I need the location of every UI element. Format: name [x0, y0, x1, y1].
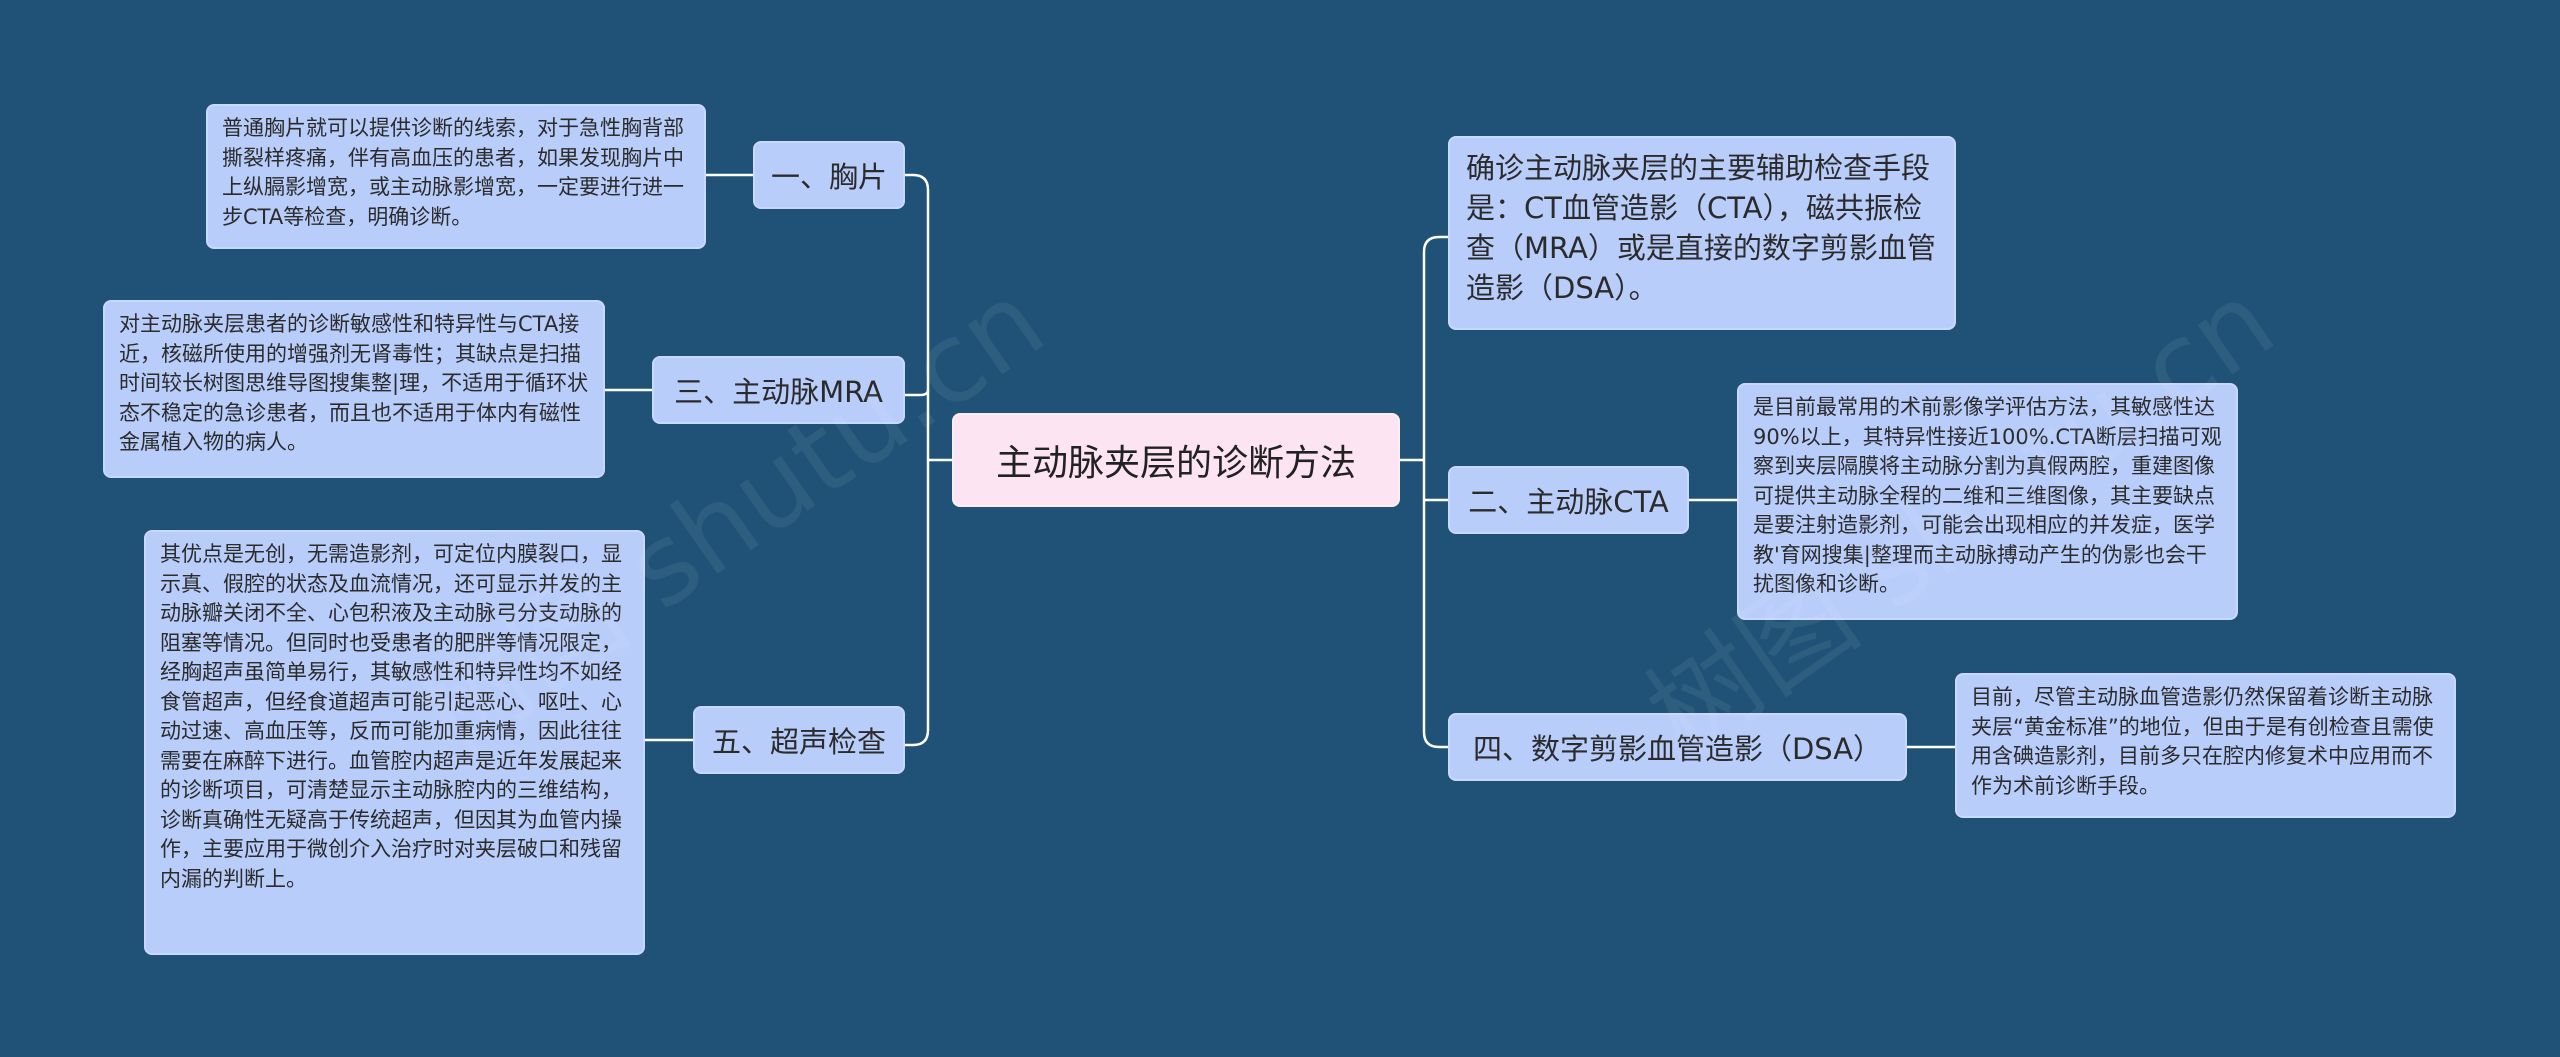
leaf-chest-xray: 普通胸片就可以提供诊断的线索，对于急性胸背部撕裂样疼痛，伴有高血压的患者，如果发… — [206, 104, 706, 249]
leaf-ultrasound-text: 其优点是无创，无需造影剂，可定位内膜裂口，显示真、假腔的状态及血流情况，还可显示… — [160, 542, 622, 891]
leaf-mra-text: 对主动脉夹层患者的诊断敏感性和特异性与CTA接近，核磁所使用的增强剂无肾毒性；其… — [119, 312, 589, 454]
node-summary[interactable]: 确诊主动脉夹层的主要辅助检查手段是：CT血管造影（CTA），磁共振检查（MRA）… — [1448, 136, 1956, 330]
branch-cta-label: 二、主动脉CTA — [1468, 485, 1669, 519]
branch-dsa-label: 四、数字剪影血管造影（DSA） — [1472, 732, 1883, 766]
branch-dsa[interactable]: 四、数字剪影血管造影（DSA） — [1448, 713, 1907, 781]
branch-mra[interactable]: 三、主动脉MRA — [652, 356, 905, 424]
leaf-chest-xray-text: 普通胸片就可以提供诊断的线索，对于急性胸背部撕裂样疼痛，伴有高血压的患者，如果发… — [222, 116, 684, 229]
branch-ultrasound[interactable]: 五、超声检查 — [693, 706, 905, 774]
connector-left-trunk — [905, 173, 930, 747]
root-node[interactable]: 主动脉夹层的诊断方法 — [952, 413, 1400, 507]
leaf-dsa: 目前，尽管主动脉血管造影仍然保留着诊断主动脉夹层“黄金标准”的地位，但由于是有创… — [1955, 673, 2456, 818]
connector-right-trunk — [1422, 235, 1448, 749]
branch-cta[interactable]: 二、主动脉CTA — [1448, 466, 1689, 534]
branch-chest-xray[interactable]: 一、胸片 — [753, 141, 905, 209]
root-label: 主动脉夹层的诊断方法 — [995, 443, 1356, 484]
leaf-ultrasound: 其优点是无创，无需造影剂，可定位内膜裂口，显示真、假腔的状态及血流情况，还可显示… — [144, 530, 645, 955]
leaf-cta-text: 是目前最常用的术前影像学评估方法，其敏感性达90%以上，其特异性接近100%.C… — [1753, 395, 2222, 596]
node-summary-text: 确诊主动脉夹层的主要辅助检查手段是：CT血管造影（CTA），磁共振检查（MRA）… — [1466, 151, 1936, 305]
branch-ultrasound-label: 五、超声检查 — [711, 725, 886, 759]
branch-mra-label: 三、主动脉MRA — [674, 375, 883, 409]
connector-left-mra — [905, 389, 930, 397]
leaf-mra: 对主动脉夹层患者的诊断敏感性和特异性与CTA接近，核磁所使用的增强剂无肾毒性；其… — [103, 300, 605, 478]
branch-chest-xray-label: 一、胸片 — [770, 160, 887, 194]
leaf-dsa-text: 目前，尽管主动脉血管造影仍然保留着诊断主动脉夹层“黄金标准”的地位，但由于是有创… — [1971, 685, 2434, 798]
leaf-cta: 是目前最常用的术前影像学评估方法，其敏感性达90%以上，其特异性接近100%.C… — [1737, 383, 2238, 620]
